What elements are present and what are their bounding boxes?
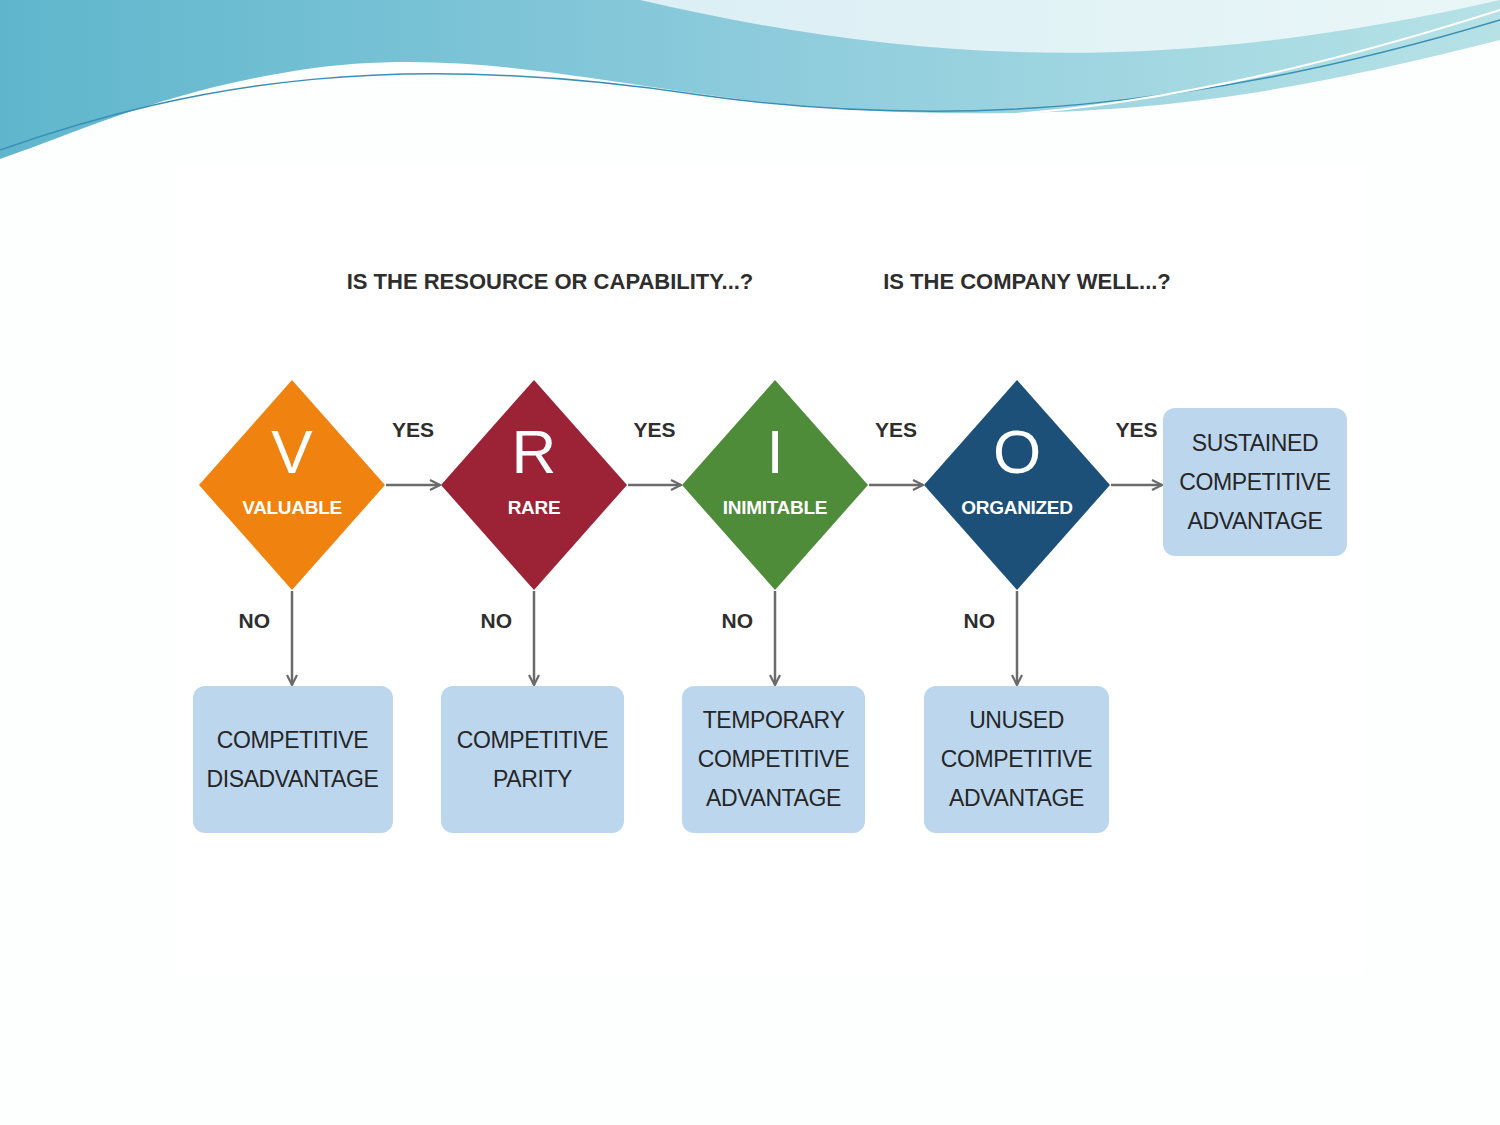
edge-label: NO — [481, 609, 513, 633]
diamond-shape — [441, 380, 627, 590]
diamond-shape — [924, 380, 1110, 590]
flow-arrow — [291, 591, 294, 685]
outcome-text: TEMPORARY COMPETITIVE ADVANTAGE — [690, 701, 857, 818]
criterion-word: INIMITABLE — [682, 496, 868, 520]
edge-label: NO — [964, 609, 996, 633]
flow-arrow — [869, 484, 923, 487]
flow-arrow — [1111, 484, 1162, 487]
flow-arrow — [774, 591, 777, 685]
vrio-letter: I — [682, 420, 868, 484]
flow-arrow — [628, 484, 681, 487]
edge-label: YES — [633, 418, 675, 442]
criterion-word: ORGANIZED — [924, 496, 1110, 520]
outcome-box: TEMPORARY COMPETITIVE ADVANTAGE — [682, 686, 865, 833]
decision-diamond: O ORGANIZED — [924, 380, 1110, 590]
outcome-text: COMPETITIVE PARITY — [449, 721, 616, 799]
decision-diamond: I INIMITABLE — [682, 380, 868, 590]
criterion-word: VALUABLE — [199, 496, 385, 520]
flow-arrow — [386, 484, 440, 487]
outcome-text: COMPETITIVE DISADVANTAGE — [201, 721, 385, 799]
outcome-text: SUSTAINED COMPETITIVE ADVANTAGE — [1171, 424, 1339, 541]
flow-arrow — [533, 591, 536, 685]
vrio-letter: R — [441, 420, 627, 484]
outcome-text: UNUSED COMPETITIVE ADVANTAGE — [932, 701, 1101, 818]
diamond-shape — [199, 380, 385, 590]
outcome-box: COMPETITIVE PARITY — [441, 686, 624, 833]
outcome-box: UNUSED COMPETITIVE ADVANTAGE — [924, 686, 1109, 833]
flow-arrow — [1016, 591, 1019, 685]
vrio-letter: O — [924, 420, 1110, 484]
diamond-shape — [682, 380, 868, 590]
outcome-box: COMPETITIVE DISADVANTAGE — [193, 686, 393, 833]
edge-label: YES — [1115, 418, 1157, 442]
decision-diamond: V VALUABLE — [199, 380, 385, 590]
edge-label: NO — [239, 609, 271, 633]
decision-diamond: R RARE — [441, 380, 627, 590]
outcome-box: SUSTAINED COMPETITIVE ADVANTAGE — [1163, 408, 1347, 556]
header-wave — [0, 0, 1500, 170]
vrio-letter: V — [199, 420, 385, 484]
edge-label: YES — [875, 418, 917, 442]
edge-label: YES — [392, 418, 434, 442]
question-heading: IS THE RESOURCE OR CAPABILITY...? — [347, 269, 754, 295]
question-heading: IS THE COMPANY WELL...? — [883, 269, 1171, 295]
edge-label: NO — [722, 609, 754, 633]
criterion-word: RARE — [441, 496, 627, 520]
